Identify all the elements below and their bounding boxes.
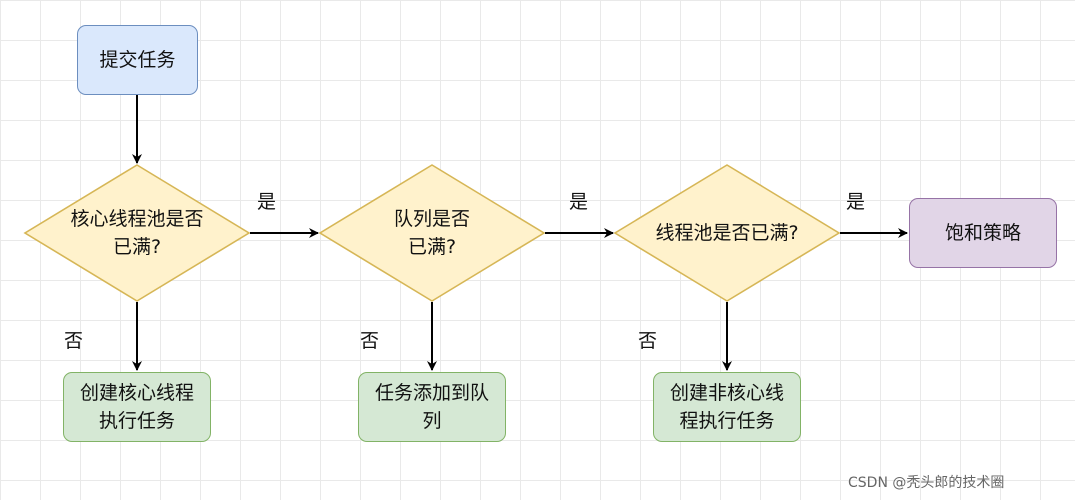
yes-label-core: 是 (257, 191, 277, 213)
create-noncore-line-1: 创建非核心线 (669, 382, 784, 404)
create-noncore-line-2: 程执行任务 (679, 410, 775, 432)
saturation-policy-label: 饱和策略 (944, 222, 1021, 244)
create-noncore-thread-node: 创建非核心线 程执行任务 (653, 372, 801, 442)
yes-label-queue: 是 (569, 191, 589, 213)
submit-task-node: 提交任务 (77, 25, 198, 95)
core-full-text: 核心线程池是否 已满? (35, 203, 239, 263)
watermark: CSDN @秃头郎的技术圈 (848, 475, 1005, 491)
yes-label-pool: 是 (846, 191, 866, 213)
add-queue-line-2: 列 (422, 410, 442, 432)
diamond-queue-full (318, 164, 546, 302)
pool-full-text: 线程池是否已满? (625, 203, 829, 263)
queue-full-line-2: 已满? (407, 236, 457, 258)
no-label-queue: 否 (360, 330, 380, 352)
diamond-core-full (23, 164, 251, 302)
create-core-line-1: 创建核心线程 (79, 382, 194, 404)
no-label-core: 否 (64, 330, 84, 352)
queue-full-line-1: 队列是否 (393, 208, 470, 230)
add-queue-line-1: 任务添加到队 (374, 382, 489, 404)
submit-task-label: 提交任务 (99, 49, 176, 71)
no-label-pool: 否 (638, 330, 658, 352)
core-full-line-1: 核心线程池是否 (70, 208, 204, 230)
pool-full-label: 线程池是否已满? (655, 222, 799, 244)
add-to-queue-node: 任务添加到队 列 (358, 372, 506, 442)
diamond-pool-full (613, 164, 841, 302)
saturation-policy-node: 饱和策略 (909, 198, 1057, 268)
queue-full-text: 队列是否 已满? (330, 203, 534, 263)
core-full-line-2: 已满? (112, 236, 162, 258)
create-core-thread-node: 创建核心线程 执行任务 (63, 372, 211, 442)
create-core-line-2: 执行任务 (98, 410, 175, 432)
